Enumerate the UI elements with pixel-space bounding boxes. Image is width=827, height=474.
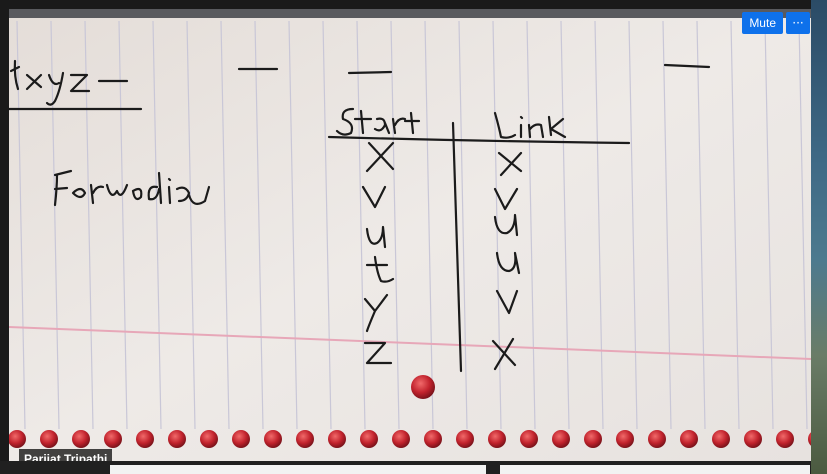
video-controls: Mute ··· (742, 12, 810, 34)
spiral-ring (392, 430, 410, 448)
ruled-line (118, 20, 128, 430)
link-entry-v (495, 289, 519, 315)
ruled-line (322, 20, 332, 430)
spiral-ring (168, 430, 186, 448)
spiral-ring (712, 430, 730, 448)
link-entry-v (493, 187, 519, 211)
ruled-line (390, 20, 400, 430)
video-tile[interactable]: Parijat Tripathi (9, 9, 811, 461)
spiral-ring (9, 430, 26, 448)
participant-name-tag: Parijat Tripathi (19, 449, 113, 461)
ruled-line (356, 20, 366, 430)
ruled-line (662, 20, 672, 430)
spiral-ring (200, 430, 218, 448)
ruled-line (764, 20, 774, 430)
desktop-background (811, 0, 827, 474)
video-gallery-strip (0, 461, 811, 474)
spiral-ring (72, 430, 90, 448)
ruled-line (152, 20, 162, 430)
ruled-line (220, 20, 230, 430)
spiral-ring (552, 430, 570, 448)
link-entry-x (497, 151, 523, 177)
spiral-ring (104, 430, 122, 448)
header-scribble-txyz (9, 59, 143, 111)
margin-line (9, 326, 811, 360)
start-entry-t (365, 255, 395, 283)
spiral-ring (296, 430, 314, 448)
spiral-ring (776, 430, 794, 448)
spiral-ring (328, 430, 346, 448)
forwarding-label (53, 169, 211, 207)
link-header (493, 111, 567, 139)
header-dash (347, 70, 393, 75)
header-dash (663, 63, 711, 69)
ruled-line (288, 20, 298, 430)
start-header (335, 107, 421, 136)
ruled-line (696, 20, 706, 430)
more-horizontal-icon: ··· (792, 16, 804, 30)
spiral-ring (424, 430, 442, 448)
start-entry-z (363, 341, 393, 365)
spiral-ring (456, 430, 474, 448)
spiral-ring (808, 432, 811, 446)
ruled-line (50, 20, 60, 430)
next-tile-preview (500, 465, 810, 474)
link-entry-u (493, 213, 519, 237)
ruled-line (84, 20, 94, 430)
spiral-ring (488, 430, 506, 448)
notebook-video-frame (9, 9, 811, 461)
spiral-ring (136, 430, 154, 448)
notebook-page (9, 9, 811, 461)
stray-spiral-ring (411, 375, 435, 399)
link-entry-x (491, 337, 517, 371)
link-column (491, 151, 523, 371)
start-entry-v (361, 185, 387, 209)
table-header-rule (327, 135, 631, 145)
spiral-ring (616, 430, 634, 448)
ruled-line (798, 20, 808, 430)
spiral-ring (360, 430, 378, 448)
handwriting (9, 59, 711, 373)
spiral-binding (9, 430, 811, 448)
start-entry-u (365, 225, 387, 249)
link-entry-u (495, 251, 521, 275)
more-options-button[interactable]: ··· (786, 12, 810, 34)
ruled-line (594, 20, 604, 430)
spiral-ring (264, 430, 282, 448)
ruled-line (254, 20, 264, 430)
ruled-line (628, 20, 638, 430)
ruled-line (526, 20, 536, 430)
spiral-ring (648, 430, 666, 448)
ruled-line (560, 20, 570, 430)
start-entry-x (365, 141, 395, 173)
start-entry-y (363, 293, 389, 333)
next-tile-preview (110, 465, 486, 474)
mute-button[interactable]: Mute (742, 12, 783, 34)
start-column (361, 141, 395, 365)
spiral-ring (744, 430, 762, 448)
spiral-ring (520, 430, 538, 448)
spiral-ring (584, 430, 602, 448)
spiral-ring (40, 430, 58, 448)
ruled-line (186, 20, 196, 430)
ruled-line (424, 20, 434, 430)
video-top-edge (9, 9, 811, 18)
spiral-ring (680, 430, 698, 448)
ruled-lines (16, 20, 808, 430)
spiral-ring (232, 430, 250, 448)
ruled-line (730, 20, 740, 430)
table-divider (451, 121, 463, 373)
ruled-line (458, 20, 468, 430)
